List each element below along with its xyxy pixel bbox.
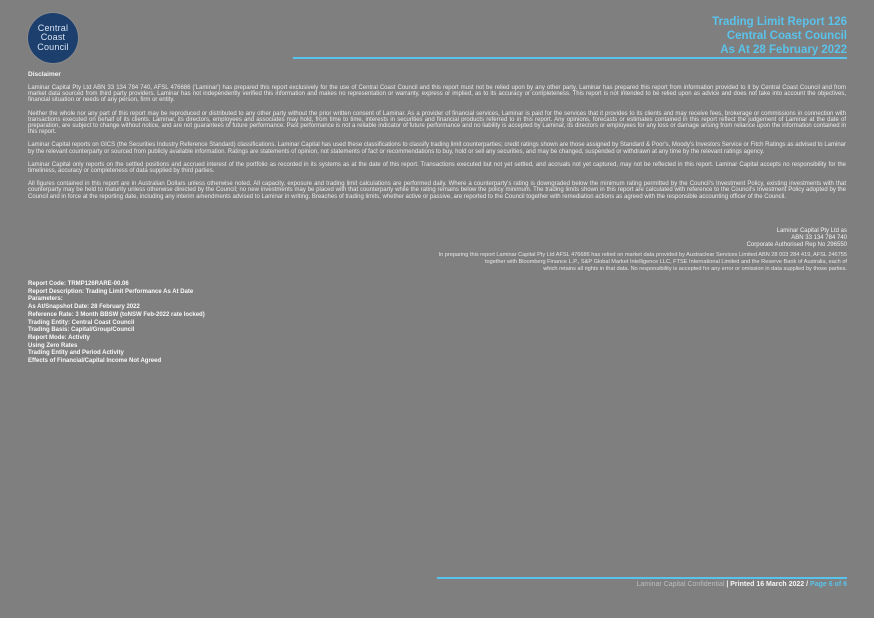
detail-period-activity: Trading Entity and Period Activity [28, 350, 124, 357]
data-sources-block: In preparing this report Laminar Capital… [439, 252, 847, 272]
provider-block: Laminar Capital Pty Ltd as ABN 33 134 78… [747, 228, 847, 249]
detail-reference-rate: Reference Rate: 3 Month BBSW (toNSW Feb-… [28, 311, 205, 318]
detail-trading-entity: Trading Entity: Central Coast Council [28, 319, 135, 326]
report-entity: Central Coast Council [726, 30, 847, 42]
disclaimer-paragraph: Laminar Capital only reports on the sett… [28, 161, 846, 175]
disclaimer-paragraph: All figures contained in this report are… [28, 181, 846, 200]
data-sources-line: together with Bloomberg Finance L.P., S&… [484, 258, 847, 265]
footer-confidential-label: Laminar Capital Confidential [636, 581, 725, 588]
provider-abn: ABN 33 134 784 740 [791, 235, 847, 241]
data-sources-line: In preparing this report Laminar Capital… [438, 252, 847, 258]
page-footer: Laminar Capital Confidential | Printed 1… [636, 580, 847, 589]
detail-parameters-label: Parameters: [28, 296, 63, 303]
disclaimer-paragraph: Neither the whole nor any part of this r… [28, 110, 846, 136]
detail-income-flag: Effects of Financial/Capital Income Not … [28, 358, 162, 365]
logo-text-line: Council [37, 41, 69, 52]
detail-report-code: Report Code: TRMP126RARE-00.06 [28, 281, 129, 287]
report-header: Trading Limit Report 126 Central Coast C… [712, 15, 847, 57]
provider-licence: Corporate Authorised Rep No 296550 [746, 242, 847, 248]
detail-as-at-date: As At/Snapshot Date: 28 February 2022 [28, 304, 140, 311]
data-sources-line: which retains all rights in that data. N… [543, 265, 847, 272]
disclaimer-heading: Disclaimer [28, 71, 61, 78]
logo-text-line: Coast [40, 32, 66, 43]
footer-page-number: Page 6 of 6 [810, 581, 847, 588]
report-as-at-date: As At 28 February 2022 [720, 44, 847, 56]
disclaimer-paragraph: Laminar Capital Pty Ltd ABN 33 134 784 7… [28, 85, 846, 104]
footer-divider [437, 577, 847, 579]
detail-rates-flag: Using Zero Rates [28, 342, 78, 349]
disclaimer-body: Laminar Capital Pty Ltd ABN 33 134 784 7… [28, 85, 846, 207]
council-logo: Central Coast Council [28, 13, 78, 63]
detail-report-mode: Report Mode: Activity [28, 334, 90, 341]
header-divider [293, 57, 847, 59]
detail-report-description: Report Description: Trading Limit Perfor… [28, 288, 194, 295]
disclaimer-paragraph: Laminar Capital reports on GICS (the Sec… [28, 142, 846, 155]
provider-name: Laminar Capital Pty Ltd as [776, 228, 847, 234]
report-title: Trading Limit Report 126 [712, 16, 847, 28]
report-details-block: Report Code: TRMP126RARE-00.06 Report De… [28, 281, 205, 366]
detail-trading-basis: Trading Basis: Capital/Group/Council [28, 327, 135, 334]
footer-printed-date: | Printed 16 March 2022 / [726, 581, 809, 588]
logo-text-line: Central [37, 22, 69, 33]
